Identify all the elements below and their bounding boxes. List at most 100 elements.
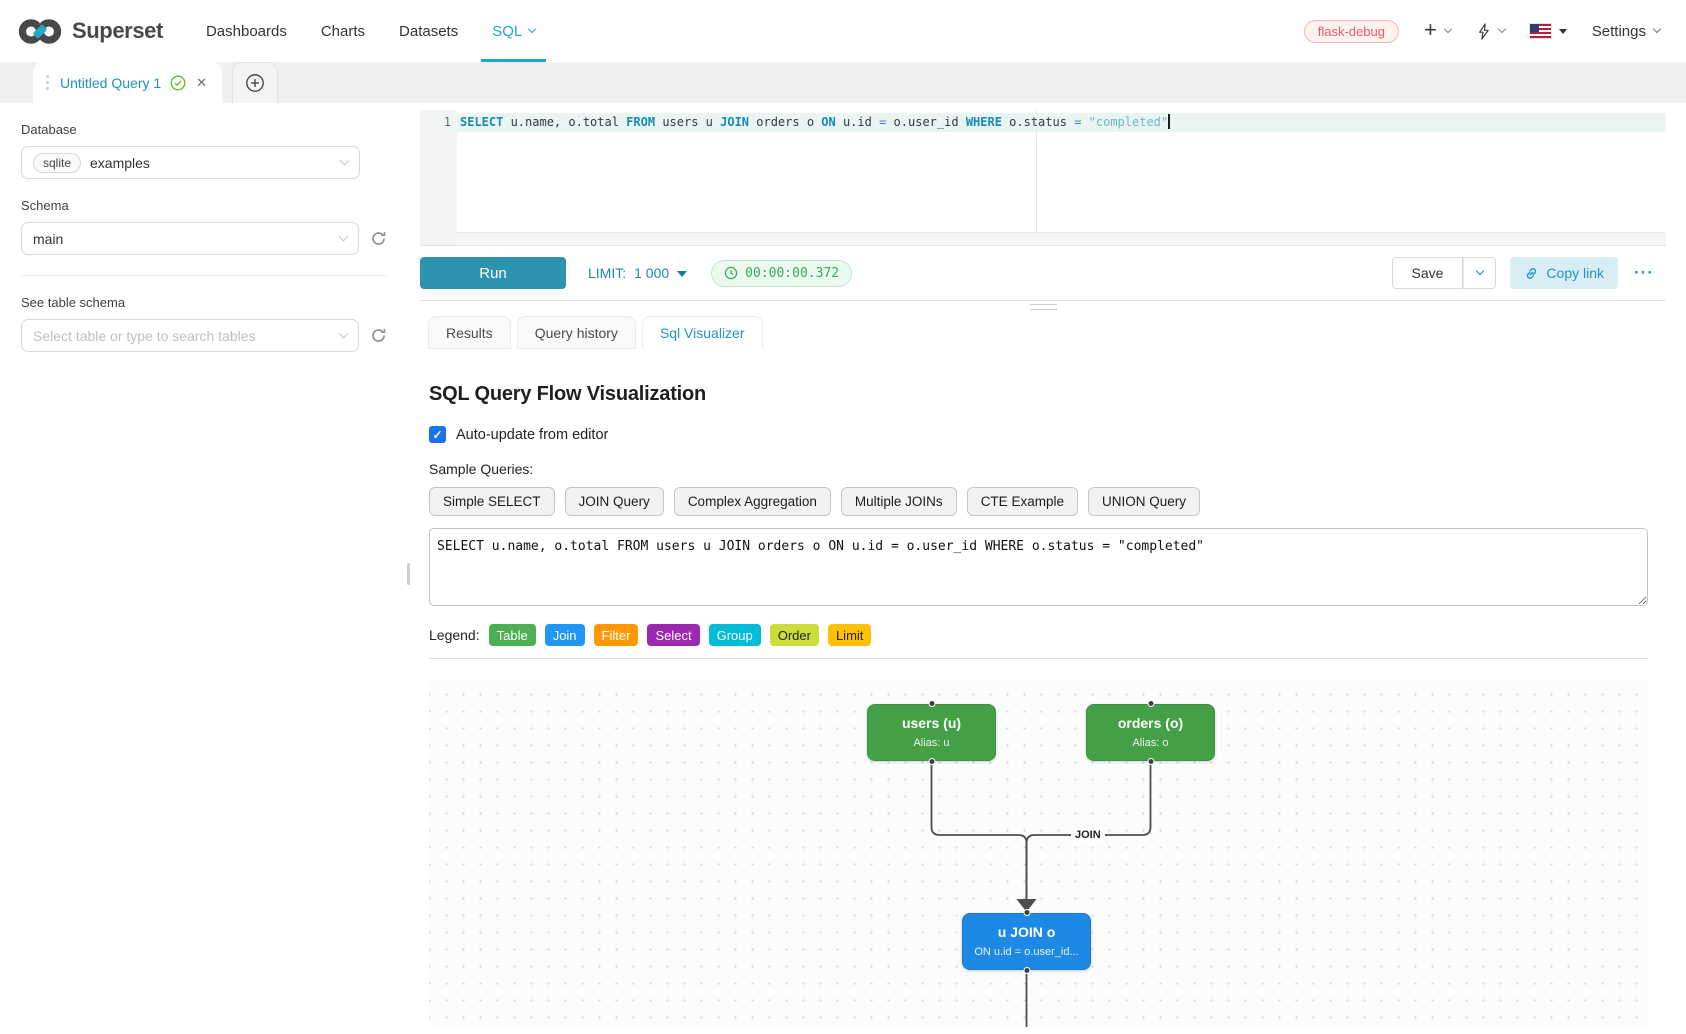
settings-menu[interactable]: Settings xyxy=(1592,23,1662,40)
legend-badge-order: Order xyxy=(769,624,819,646)
schema-value: main xyxy=(33,230,64,247)
drag-handle-icon[interactable] xyxy=(46,81,49,84)
legend-badge-limit: Limit xyxy=(827,624,872,646)
tab-results[interactable]: Results xyxy=(428,316,511,349)
sample-simple-select-button[interactable]: Simple SELECT xyxy=(429,487,555,516)
node-handle[interactable] xyxy=(1023,909,1030,916)
node-handle[interactable] xyxy=(928,700,935,707)
plus-circle-icon xyxy=(246,74,264,92)
auto-update-label: Auto-update from editor xyxy=(456,426,609,443)
check-circle-icon xyxy=(170,75,186,90)
toolbar-right: Save Copy link ··· xyxy=(1391,257,1655,289)
clock-icon xyxy=(724,266,738,280)
chevron-down-icon xyxy=(338,231,349,242)
query-search-menu[interactable] xyxy=(1476,22,1507,40)
active-line-highlight xyxy=(457,113,1666,132)
query-textarea[interactable]: SELECT u.name, o.total FROM users u JOIN… xyxy=(429,528,1648,606)
database-select[interactable]: sqlite examples xyxy=(21,146,360,179)
top-nav: Superset Dashboards Charts Datasets SQL … xyxy=(0,0,1686,62)
node-handle[interactable] xyxy=(1147,758,1154,765)
save-button[interactable]: Save xyxy=(1391,257,1464,289)
refresh-icon xyxy=(372,328,386,342)
sqllab-sidebar: Database sqlite examples Schema main xyxy=(0,103,410,1034)
sidebar-divider xyxy=(21,275,387,276)
refresh-tables-button[interactable] xyxy=(370,327,387,344)
editor-code-area[interactable]: SELECT u.name, o.total FROM users u JOIN… xyxy=(457,110,1666,245)
node-handle[interactable] xyxy=(1023,967,1030,974)
sample-query-buttons: Simple SELECT JOIN Query Complex Aggrega… xyxy=(429,487,1648,516)
table-schema-label: See table schema xyxy=(21,295,126,310)
chevron-down-icon xyxy=(1475,266,1485,276)
more-actions-button[interactable]: ··· xyxy=(1634,263,1654,282)
schema-select[interactable]: main xyxy=(21,222,359,255)
node-handle[interactable] xyxy=(928,758,935,765)
flow-node-join[interactable]: u JOIN o ON u.id = o.user_id... xyxy=(962,909,1091,974)
flow-node-orders[interactable]: orders (o) Alias: o xyxy=(1086,700,1215,765)
page-title: SQL Query Flow Visualization xyxy=(429,383,707,405)
run-button[interactable]: Run xyxy=(420,257,566,289)
sql-visualizer-panel: SQL Query Flow Visualization Auto-update… xyxy=(420,349,1666,1027)
table-search-input[interactable] xyxy=(33,327,340,344)
text-cursor xyxy=(1168,114,1171,129)
caret-down-icon xyxy=(1558,28,1567,34)
tab-query-history[interactable]: Query history xyxy=(516,316,636,349)
legend-badge-select: Select xyxy=(647,624,700,646)
editor-scrollbar-track[interactable] xyxy=(457,232,1666,245)
query-tab-bar: Untitled Query 1 ✕ xyxy=(0,62,1686,103)
database-value: examples xyxy=(90,154,150,171)
sidebar-resize-handle[interactable] xyxy=(407,563,410,585)
refresh-icon xyxy=(372,231,386,245)
legend-badge-table: Table xyxy=(488,624,536,646)
lightning-icon xyxy=(1478,22,1489,40)
elapsed-time: 00:00:00.372 xyxy=(745,265,840,281)
sample-join-query-button[interactable]: JOIN Query xyxy=(564,487,664,516)
flow-node-users[interactable]: users (u) Alias: u xyxy=(867,700,996,765)
sample-cte-example-button[interactable]: CTE Example xyxy=(966,487,1078,516)
sample-complex-aggregation-button[interactable]: Complex Aggregation xyxy=(673,487,831,516)
query-tab-title: Untitled Query 1 xyxy=(60,74,162,91)
auto-update-checkbox[interactable] xyxy=(429,426,446,443)
chevron-down-icon xyxy=(1497,24,1507,34)
result-tab-bar: Results Query history Sql Visualizer xyxy=(428,316,1666,349)
chevron-down-icon xyxy=(1652,24,1662,34)
legend-badge-filter: Filter xyxy=(593,624,639,646)
environment-tag: flask-debug xyxy=(1303,19,1399,43)
add-query-tab-button[interactable] xyxy=(232,62,279,103)
auto-update-row: Auto-update from editor xyxy=(429,426,1648,443)
limit-dropdown[interactable]: LIMIT: 1 000 xyxy=(588,265,688,281)
save-dropdown-button[interactable] xyxy=(1463,257,1497,289)
sample-multiple-joins-button[interactable]: Multiple JOINs xyxy=(840,487,957,516)
query-tab-active[interactable]: Untitled Query 1 ✕ xyxy=(33,62,223,103)
table-select[interactable] xyxy=(21,319,359,352)
legend-badge-join: Join xyxy=(544,624,585,646)
drag-grip-icon[interactable] xyxy=(1029,304,1057,310)
nav-dashboards[interactable]: Dashboards xyxy=(205,22,287,40)
nav-sql[interactable]: SQL xyxy=(475,0,552,62)
sql-editor[interactable]: 1 SELECT u.name, o.total FROM users u JO… xyxy=(420,110,1666,246)
nav-datasets[interactable]: Datasets xyxy=(399,22,459,40)
tab-sql-visualizer[interactable]: Sql Visualizer xyxy=(641,316,763,349)
new-item-menu[interactable]: + xyxy=(1423,16,1453,42)
node-handle[interactable] xyxy=(1147,700,1154,707)
chevron-down-icon xyxy=(339,155,350,166)
nav-right: flask-debug + Settings xyxy=(1303,16,1662,43)
elapsed-timer-badge: 00:00:00.372 xyxy=(711,259,853,287)
language-picker[interactable] xyxy=(1529,24,1567,38)
nav-charts[interactable]: Charts xyxy=(320,22,366,40)
close-icon[interactable]: ✕ xyxy=(196,74,208,90)
limit-label: LIMIT: xyxy=(588,265,627,281)
section-divider xyxy=(429,658,1648,659)
sqllab-main: 1 SELECT u.name, o.total FROM users u JO… xyxy=(408,103,1686,1034)
database-label: Database xyxy=(21,122,77,137)
legend-row: Legend: Table Join Filter Select Group O… xyxy=(429,624,1648,646)
copy-link-button[interactable]: Copy link xyxy=(1510,257,1619,289)
superset-logo[interactable]: Superset xyxy=(17,18,163,45)
pane-resize-bar[interactable] xyxy=(420,300,1666,314)
plus-icon: + xyxy=(1423,16,1437,42)
editor-toolbar: Run LIMIT: 1 000 00:00:00.372 Save Copy … xyxy=(420,246,1666,300)
flow-canvas[interactable]: JOIN users (u) Alias: u orders (o) Alias… xyxy=(429,681,1648,1027)
refresh-schemas-button[interactable] xyxy=(370,230,387,247)
sample-union-query-button[interactable]: UNION Query xyxy=(1087,487,1200,516)
link-icon xyxy=(1527,267,1537,279)
